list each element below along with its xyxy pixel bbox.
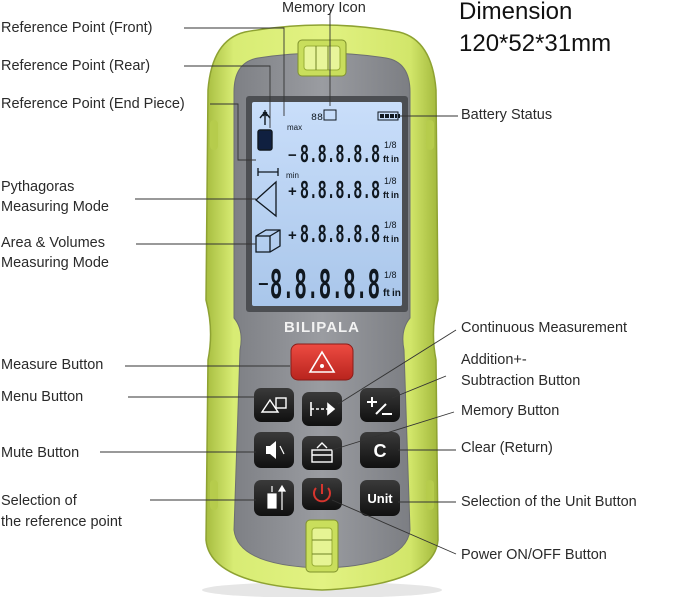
lcd-row-3: + 8.8.8.8.8 1/8 ft in <box>288 220 399 250</box>
label-ref-front: Reference Point (Front) <box>1 20 153 36</box>
label-menu-button: Menu Button <box>1 389 84 405</box>
label-ref-rear: Reference Point (Rear) <box>1 58 151 74</box>
svg-text:8.8.8.8.8: 8.8.8.8.8 <box>300 176 380 206</box>
lcd-min-label: min <box>286 171 299 180</box>
label-selref-2: the reference point <box>1 514 122 530</box>
continuous-measurement-button[interactable] <box>302 392 342 426</box>
label-pythagoras-1: Pythagoras <box>1 179 75 195</box>
clear-button[interactable]: C <box>360 432 400 468</box>
label-addsub-1: Addition+- <box>461 352 527 368</box>
svg-text:−: − <box>258 274 269 294</box>
dimension-size: 120*52*31mm <box>459 30 612 57</box>
svg-text:+: + <box>288 227 297 244</box>
addition-subtraction-button[interactable] <box>360 388 400 422</box>
svg-text:in: in <box>392 288 401 299</box>
svg-text:in: in <box>391 154 399 164</box>
label-addsub-2: Subtraction Button <box>461 373 581 389</box>
svg-text:1/8: 1/8 <box>384 270 397 280</box>
dimension-title: Dimension <box>459 0 573 25</box>
brand-logo: BILIPALA <box>284 319 360 336</box>
svg-text:−: − <box>288 147 297 164</box>
lcd-row-main: − 8.8.8.8.8 1/8 ft in <box>258 262 401 312</box>
label-memory-icon: Memory Icon <box>282 0 366 16</box>
lcd-row-2: + 8.8.8.8.8 1/8 ft in <box>288 176 399 206</box>
menu-icon <box>260 397 287 413</box>
continuous-icon <box>310 402 336 416</box>
label-measure-button: Measure Button <box>1 357 104 373</box>
label-memory-button: Memory Button <box>461 403 560 419</box>
memory-icon: 88 <box>311 113 323 124</box>
svg-text:8.8.8.8.8: 8.8.8.8.8 <box>300 220 380 250</box>
label-power: Power ON/OFF Button <box>461 547 607 563</box>
reference-selection-button[interactable] <box>254 480 294 516</box>
battery-icon <box>377 111 400 121</box>
laser-warning-icon <box>308 350 336 373</box>
side-bumper <box>426 480 434 510</box>
svg-text:in: in <box>391 234 399 244</box>
label-continuous: Continuous Measurement <box>461 320 628 336</box>
bubble-vial-bottom <box>311 527 333 567</box>
svg-text:ft: ft <box>383 154 389 164</box>
svg-text:+: + <box>288 183 297 200</box>
mute-button[interactable] <box>254 432 294 468</box>
side-bumper <box>210 120 218 150</box>
memory-button[interactable] <box>302 436 342 470</box>
svg-text:1/8: 1/8 <box>384 140 397 150</box>
plus-minus-icon <box>367 397 392 415</box>
lcd-max-label: max <box>287 123 302 132</box>
menu-button[interactable] <box>254 388 294 422</box>
label-selref-1: Selection of <box>1 493 77 509</box>
label-mute-button: Mute Button <box>1 445 80 461</box>
svg-text:ft: ft <box>383 234 389 244</box>
leader-lines <box>100 14 458 555</box>
svg-text:ft: ft <box>383 288 390 299</box>
memory-box-icon <box>323 109 337 121</box>
power-button[interactable] <box>302 478 342 510</box>
pythagoras-icon <box>254 168 279 218</box>
unit-button[interactable]: Unit <box>360 480 400 516</box>
memory-store-icon <box>311 442 333 463</box>
svg-text:1/8: 1/8 <box>384 176 397 186</box>
speaker-icon <box>266 441 285 459</box>
lcd-row-1: − 8.8.8.8.8 1/8 ft in <box>288 140 399 170</box>
power-icon <box>313 484 331 503</box>
svg-text:8.8.8.8.8: 8.8.8.8.8 <box>300 140 380 170</box>
clear-button-label: C <box>374 441 387 461</box>
bubble-vial <box>303 45 341 71</box>
label-clear: Clear (Return) <box>461 440 553 456</box>
lcd-screen <box>252 102 402 306</box>
reference-select-icon <box>267 484 287 510</box>
area-volume-icon <box>255 229 281 253</box>
svg-text:8.8.8.8.8: 8.8.8.8.8 <box>270 262 380 312</box>
label-battery-status: Battery Status <box>461 107 553 123</box>
label-pythagoras-2: Measuring Mode <box>1 199 109 215</box>
unit-button-label: Unit <box>367 491 393 506</box>
reference-point-icon <box>257 110 273 151</box>
label-area-2: Measuring Mode <box>1 255 109 271</box>
label-area-1: Area & Volumes <box>1 235 105 251</box>
side-bumper <box>210 480 218 510</box>
svg-text:1/8: 1/8 <box>384 220 397 230</box>
svg-text:ft: ft <box>383 190 389 200</box>
label-unit: Selection of the Unit Button <box>461 494 637 510</box>
label-ref-end: Reference Point (End Piece) <box>1 96 185 112</box>
side-bumper <box>426 120 434 150</box>
svg-text:in: in <box>391 190 399 200</box>
measure-button[interactable] <box>290 343 354 381</box>
laser-icon <box>262 111 268 117</box>
